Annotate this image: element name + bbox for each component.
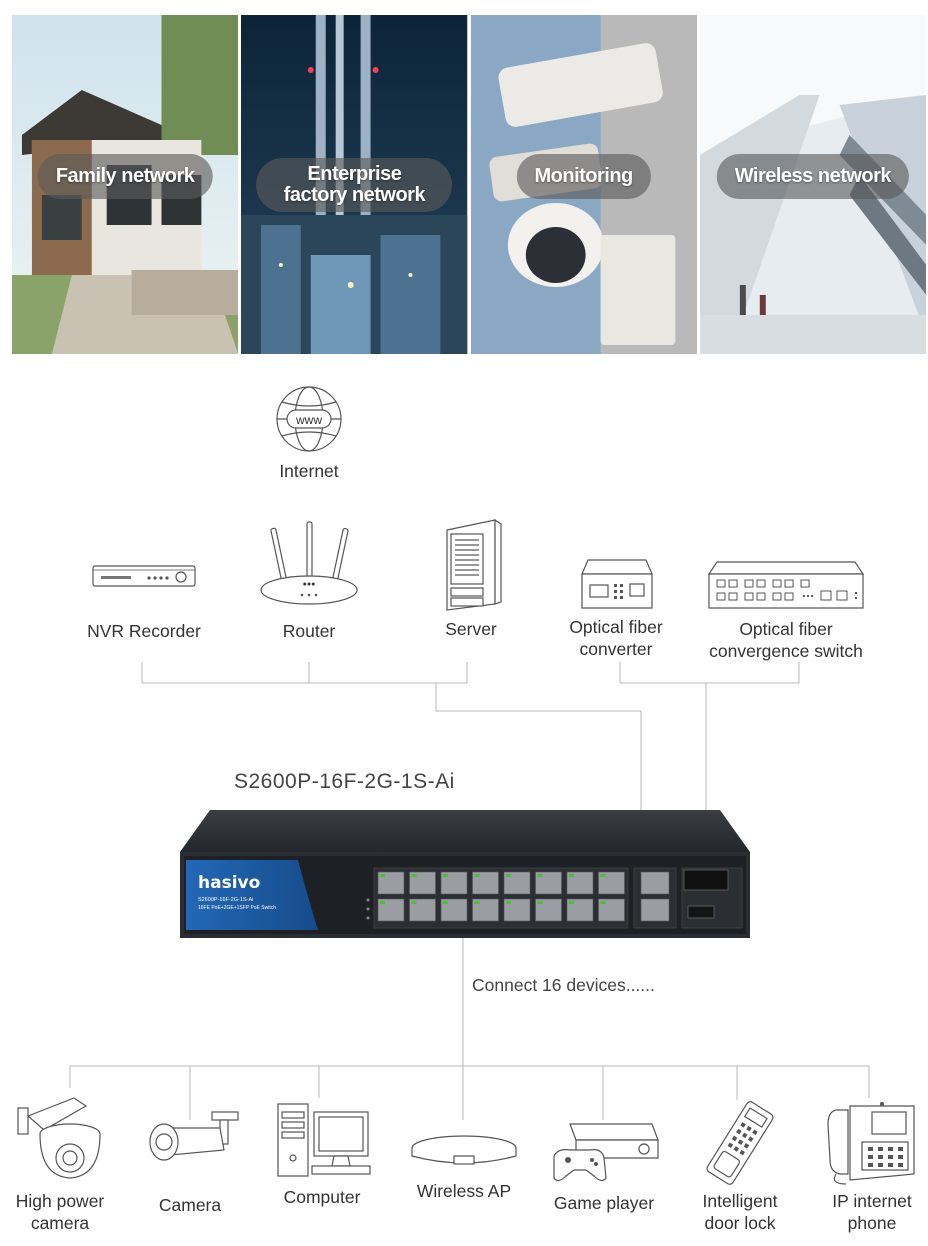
fiber-switch-label-line1: Optical fiber: [739, 619, 833, 639]
port-led: [506, 874, 511, 877]
device-label-line2: camera: [30, 1213, 90, 1233]
fiber-switch-label-line2: convergence switch: [709, 641, 863, 661]
device-label-line1: Intelligent: [702, 1191, 778, 1211]
rj45-port[interactable]: [598, 871, 625, 895]
rj45-port[interactable]: [503, 871, 531, 895]
router-icon: ●●●: [260, 521, 358, 605]
ptz-camera-icon: [17, 1097, 101, 1179]
device-label-line2: door lock: [704, 1213, 776, 1233]
fiber-converter-label-line1: Optical fiber: [569, 617, 663, 637]
connect-devices-text: Connect 16 devices......: [472, 975, 655, 995]
www-badge: www: [295, 413, 322, 427]
game-console-icon: [553, 1123, 659, 1182]
device-game-player: Game player: [542, 1118, 666, 1214]
wireless-ap-icon: [411, 1135, 517, 1165]
server: Server: [430, 518, 512, 640]
ip-phone-icon: [827, 1102, 915, 1185]
rj45-port[interactable]: [377, 871, 405, 895]
device-ip-internet-phone: IP internet phone: [816, 1100, 928, 1234]
device-label-line1: Wireless AP: [416, 1181, 512, 1201]
switch-model-title: S2600P-16F-2G-1S-Ai: [234, 770, 455, 793]
optical-fiber-converter: Optical fiber converter: [556, 556, 676, 660]
device-camera: Camera: [134, 1110, 246, 1216]
port-led: [443, 901, 448, 904]
internet-node: www Internet: [268, 384, 350, 482]
rj45-port[interactable]: [440, 871, 468, 895]
scenario-label: Family network: [37, 154, 213, 199]
rj45-port[interactable]: [377, 898, 405, 922]
port-led: [569, 874, 574, 877]
router: ●●● Router: [254, 520, 364, 642]
rj45-port[interactable]: [472, 898, 499, 922]
router-label: Router: [282, 621, 336, 641]
nvr-recorder: NVR Recorder: [82, 560, 206, 642]
bullet-camera-icon: [149, 1111, 239, 1161]
optical-fiber-convergence-switch: Optical fiber convergence switch: [700, 558, 872, 662]
rj45-port[interactable]: [566, 871, 594, 895]
device-wireless-ap: Wireless AP: [404, 1130, 524, 1202]
door-lock-icon: [706, 1101, 774, 1185]
rj45-port[interactable]: [440, 898, 468, 922]
device-label-line1: Computer: [283, 1187, 361, 1207]
rj45-port[interactable]: [598, 898, 625, 922]
nvr-label: NVR Recorder: [87, 621, 201, 641]
port-led: [600, 901, 606, 904]
device-label-line1: Camera: [158, 1195, 222, 1215]
application-scenarios: Family network Enterprise factory networ…: [12, 15, 926, 354]
rj45-port[interactable]: [535, 898, 562, 922]
nvr-recorder-icon: [92, 565, 196, 587]
device-label-line2: phone: [847, 1213, 897, 1233]
server-icon: [446, 518, 502, 611]
port-led: [600, 874, 606, 877]
scenario-label: Monitoring: [516, 154, 651, 199]
poe-switch: hasivo S2600P-16F-2G-1S-Ai 16FE PoE+2GE+…: [178, 808, 752, 940]
device-computer: Computer: [266, 1102, 378, 1208]
globe-icon: www: [276, 386, 342, 452]
device-intelligent-door-lock: Intelligent door lock: [684, 1100, 796, 1234]
ge-port[interactable]: [640, 898, 670, 922]
scenario-label: Enterprise factory network: [256, 158, 453, 212]
computer-icon: [277, 1103, 371, 1177]
port-led: [443, 874, 448, 877]
port-led: [537, 901, 543, 904]
scenario-enterprise-factory-network: Enterprise factory network: [241, 15, 468, 354]
panel-model: S2600P-16F-2G-1S-Ai: [198, 897, 253, 903]
sfp-port[interactable]: [683, 869, 729, 891]
device-high-power-camera: High power camera: [4, 1092, 116, 1234]
fiber-switch-icon: [707, 561, 865, 609]
scenario-label: Wireless network: [716, 154, 910, 199]
fe-ports[interactable]: [373, 867, 629, 929]
device-label-line1: Game player: [553, 1193, 655, 1213]
port-led: [474, 874, 480, 877]
device-label-line1: High power: [15, 1191, 105, 1211]
rj45-port[interactable]: [409, 871, 436, 895]
brand-logo: hasivo: [198, 873, 260, 893]
rj45-port[interactable]: [535, 871, 562, 895]
device-label-line1: IP internet: [832, 1191, 912, 1211]
scenario-monitoring: Monitoring: [470, 15, 697, 354]
ge-port[interactable]: [640, 871, 670, 895]
port-led: [411, 901, 417, 904]
rj45-port[interactable]: [472, 871, 499, 895]
port-led: [537, 874, 543, 877]
fiber-converter-icon: [581, 559, 653, 609]
scenario-family-network: Family network: [12, 15, 239, 354]
svg-text:●●●: ●●●: [303, 581, 316, 588]
panel-description: 16FE PoE+2GE+1SFP PoE Switch: [198, 905, 276, 911]
rj45-port[interactable]: [503, 898, 531, 922]
port-led: [474, 901, 480, 904]
rj45-port[interactable]: [409, 898, 436, 922]
port-led: [380, 874, 385, 877]
port-led: [569, 901, 574, 904]
scenario-wireless-network: Wireless network: [699, 15, 926, 354]
fiber-converter-label-line2: converter: [579, 639, 653, 659]
port-led: [380, 901, 385, 904]
rj45-port[interactable]: [566, 898, 594, 922]
server-label: Server: [445, 619, 497, 639]
port-led: [506, 901, 511, 904]
poe-switch-illustration: hasivo S2600P-16F-2G-1S-Ai 16FE PoE+2GE+…: [180, 810, 750, 938]
internet-label: Internet: [279, 461, 339, 481]
port-led: [411, 874, 417, 877]
